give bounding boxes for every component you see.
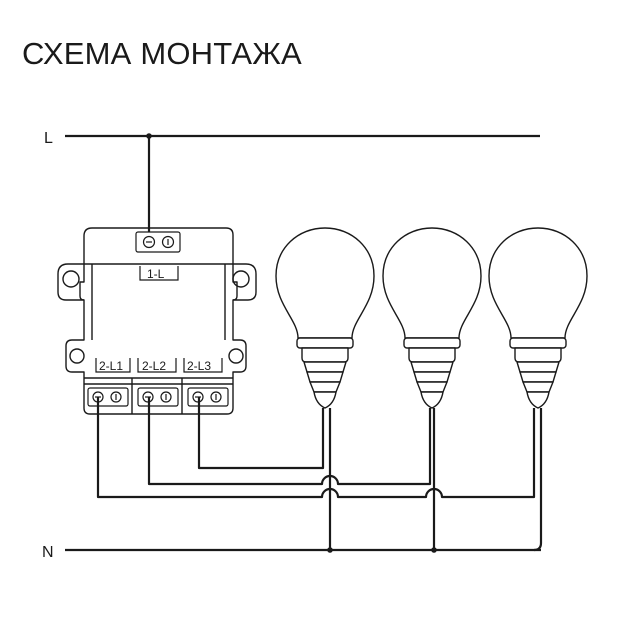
- diagram-title: СХЕМА МОНТАЖА: [22, 36, 302, 71]
- input-terminal: [135, 231, 181, 253]
- output-label-boxes: [95, 358, 223, 373]
- input-terminal-label-box: [139, 266, 179, 281]
- output-terminals: [87, 387, 229, 407]
- input-terminal-label: 1-L: [147, 267, 165, 281]
- neutral-junction-dot-2: [431, 547, 437, 553]
- wire-l2-bulb2: [147, 397, 432, 486]
- wire-bulb3-neutral: [533, 408, 543, 552]
- output-terminal-label-2: 2-L2: [142, 359, 166, 373]
- neutral-junction-dot-1: [327, 547, 333, 553]
- bulb-1: [275, 227, 375, 409]
- neutral-line-label: N: [42, 544, 54, 561]
- wire-l3-bulb1: [197, 397, 325, 470]
- output-terminal-label-1: 2-L1: [99, 359, 123, 373]
- live-line-label: L: [44, 130, 53, 147]
- output-terminal-label-3: 2-L3: [187, 359, 211, 373]
- switch-module: [57, 227, 257, 415]
- bulb-2: [382, 227, 482, 409]
- wires: [96, 397, 543, 552]
- bulb-3: [488, 227, 588, 409]
- wire-l1-bulb3: [96, 397, 536, 499]
